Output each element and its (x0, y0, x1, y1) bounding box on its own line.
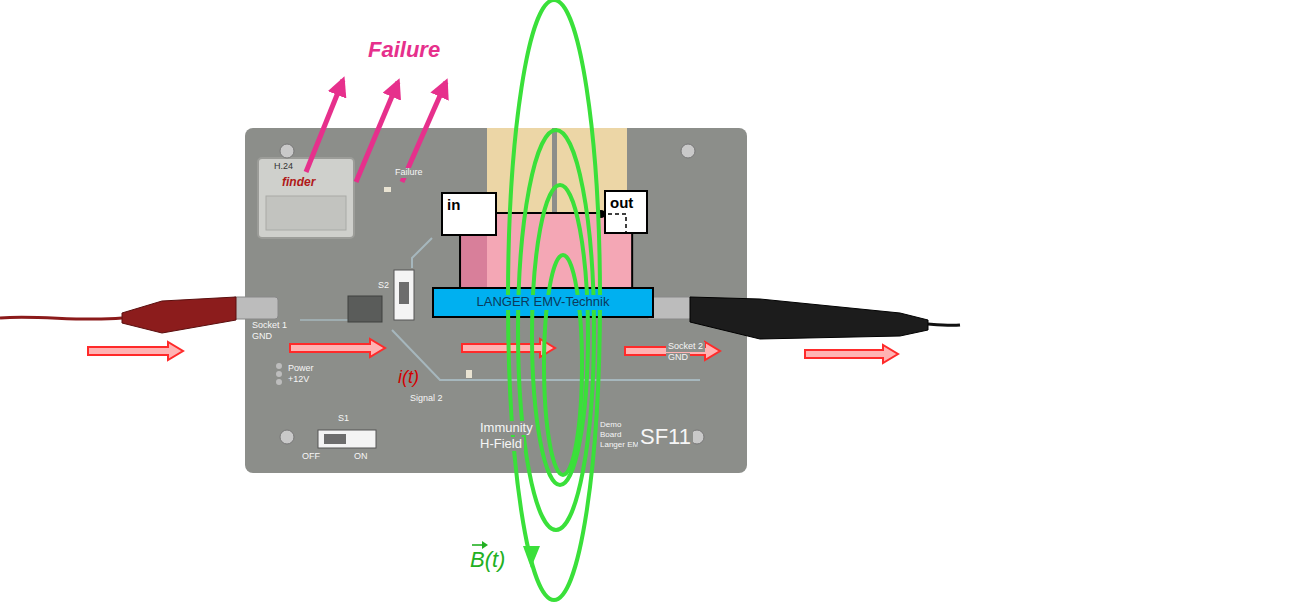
failure-arrow (356, 82, 398, 182)
current-arrow (805, 345, 898, 363)
board-print: +12V (286, 375, 311, 385)
board-print: Socket 1 (250, 321, 289, 331)
ground-bar: LANGER EMV-Technik (432, 287, 654, 318)
socket (232, 297, 278, 319)
black-plug (690, 297, 928, 339)
board-print: GND (666, 353, 690, 363)
signal-in-box: in (441, 192, 497, 236)
board-print: Demo (598, 421, 623, 430)
field-loop (518, 130, 594, 530)
relay-label-plate (266, 196, 346, 230)
current-symbol: i(t) (396, 368, 421, 388)
wire (459, 236, 461, 287)
field-loop (532, 185, 588, 485)
red-cable (0, 317, 122, 319)
field-arrowhead (523, 546, 540, 568)
board-name: SF11 (638, 425, 693, 449)
current-arrow (290, 339, 385, 357)
box-text: in (447, 197, 460, 214)
board-print: GND (250, 332, 274, 342)
power-pin (276, 371, 282, 377)
relay-brand: finder (280, 176, 317, 189)
field-loop (508, 0, 600, 600)
switch-state: ON (352, 452, 370, 462)
relay-print: H.24 (272, 162, 295, 172)
screw (681, 144, 695, 158)
current-arrow (88, 342, 183, 360)
red-plug (122, 297, 236, 333)
box-text: LANGER EMV-Technik (477, 295, 610, 309)
current-arrows (88, 339, 898, 363)
signal-name: Signal 2 (408, 394, 445, 404)
slide-switch (318, 430, 376, 448)
pcb-trace (412, 238, 432, 268)
led (384, 187, 391, 192)
led (466, 370, 472, 378)
ic-chip (348, 296, 382, 322)
box-text: out (610, 195, 633, 212)
board-print: Socket 2 (666, 342, 705, 352)
vector-arrow-head (482, 541, 488, 549)
switch-state: OFF (300, 452, 322, 462)
dashed-wire (601, 214, 626, 234)
power-pin (276, 379, 282, 385)
slide-switch-knob (324, 434, 346, 444)
board-print: Immunity (478, 421, 535, 435)
failure-arrow (306, 80, 343, 172)
switch-name: S2 (376, 281, 391, 291)
failure-title: Failure (366, 38, 442, 62)
failure-arrow (402, 82, 446, 182)
board-print: Board (598, 431, 623, 440)
board-print: Failure (393, 168, 425, 178)
wire (631, 234, 633, 287)
slide-switch-knob (399, 282, 409, 304)
screw (280, 430, 294, 444)
field-loop (544, 255, 582, 475)
black-cable (928, 324, 960, 325)
vector-arrow (471, 540, 489, 549)
slide-switch (394, 270, 414, 320)
screw (280, 144, 294, 158)
pcb-board (245, 128, 747, 473)
switch-name: S1 (336, 414, 351, 424)
power-pin (276, 363, 282, 369)
board-print: H-Field (478, 437, 524, 451)
pcb-trace (300, 319, 350, 321)
field-symbol: B(t) (468, 548, 507, 572)
board-print: Power (286, 364, 316, 374)
